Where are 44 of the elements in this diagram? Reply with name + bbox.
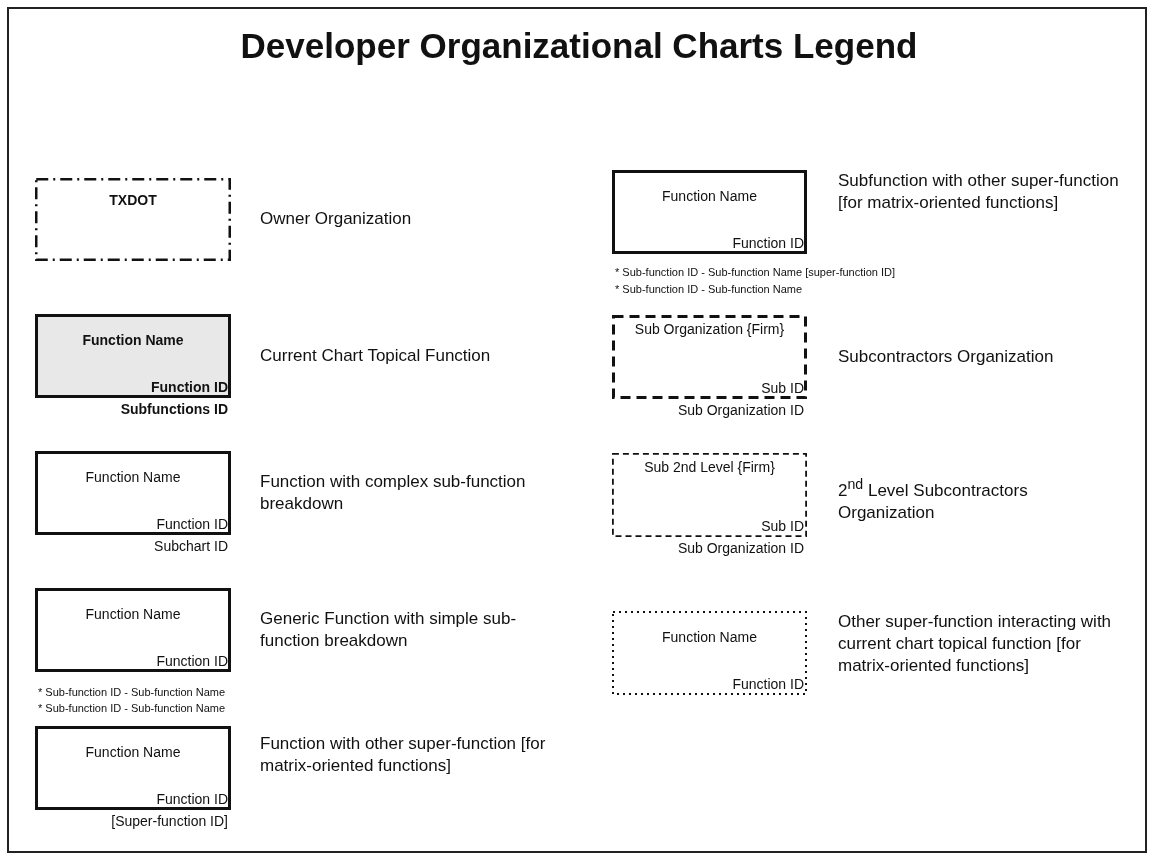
description: Subfunction with other super-function [for matrix-oriented functions]	[838, 170, 1120, 214]
title: Developer Organizational Charts Legend	[239, 25, 919, 67]
note: * Sub-function ID - Sub-function Name [super-function ID]	[615, 266, 896, 278]
function-name: Function Name	[84, 606, 182, 623]
function-id: Function ID	[732, 676, 804, 693]
description: Function with complex sub-function breakdown	[260, 471, 527, 515]
subcontractor-box	[612, 453, 807, 537]
id-label: Subfunctions ID	[120, 401, 228, 417]
function-box	[35, 726, 231, 810]
id-label: Sub Organization ID	[677, 540, 804, 556]
function-box	[35, 588, 231, 672]
function-name: Function Name	[661, 188, 758, 205]
description: 2$^{nd}$ Level Subcontractors Organization	[838, 475, 1029, 524]
description: Current Chart Topical Function	[260, 345, 492, 367]
function-id: Function ID	[732, 235, 804, 252]
function-name: Function Name	[81, 332, 185, 349]
function-box	[612, 170, 807, 254]
function-name: Sub 2nd Level {Firm}	[643, 459, 776, 476]
note: * Sub-function ID - Sub-function Name	[615, 283, 803, 295]
note: * Sub-function ID - Sub-function Name	[38, 686, 226, 698]
description: Subcontractors Organization	[838, 346, 1055, 368]
function-id: Function ID	[156, 653, 228, 670]
description: Function with other super-function [for matrix-oriented functions]	[260, 733, 547, 777]
function-box	[35, 451, 231, 535]
function-name: TXDOT	[108, 192, 158, 209]
function-name: Sub Organization {Firm}	[633, 321, 786, 338]
id-label: Sub Organization ID	[677, 402, 804, 418]
function-name: Function Name	[84, 469, 182, 486]
function-id: Sub ID	[761, 518, 804, 535]
id-label: Subchart ID	[154, 538, 228, 554]
function-box	[35, 314, 231, 398]
note: * Sub-function ID - Sub-function Name	[38, 702, 226, 714]
description: Generic Function with simple sub-function breakdown	[260, 608, 518, 652]
description: Owner Organization	[260, 208, 413, 230]
owner-box	[35, 178, 231, 261]
subcontractor-box	[612, 315, 807, 399]
function-id: Function ID	[156, 516, 228, 533]
id-label: [Super-function ID]	[111, 813, 228, 829]
function-id: Function ID	[151, 379, 228, 396]
function-id: Sub ID	[761, 380, 804, 397]
description: Other super-function interacting with current chart topical function [for matrix-oriented functions]	[838, 611, 1113, 677]
function-id: Function ID	[156, 791, 228, 808]
function-name: Function Name	[84, 744, 182, 761]
function-name: Function Name	[661, 629, 758, 646]
